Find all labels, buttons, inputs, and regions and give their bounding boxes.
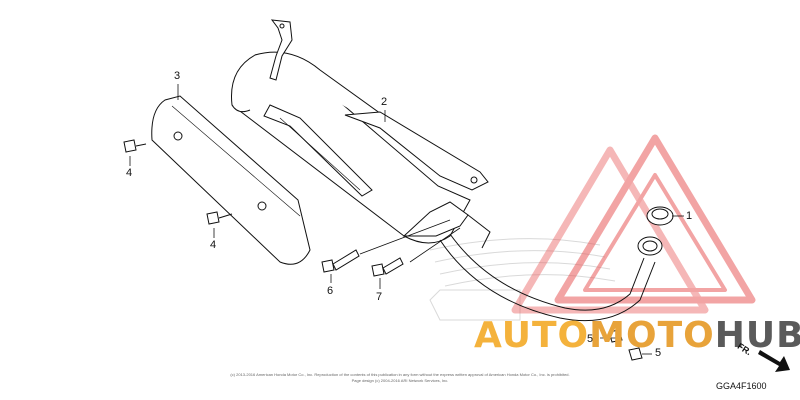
copyright-line-1: (c) 2013-2016 American Honda Motor Co., … [230,372,570,377]
nut-5a-icon [608,329,623,343]
callout-2: 2 [381,96,388,108]
diagram-code: GGA4F1600 [716,381,767,391]
callout-7: 7 [376,291,383,303]
copyright-notice: (c) 2013-2016 American Honda Motor Co., … [215,372,585,384]
copyright-line-2: Page design (c) 2004-2016 ARI Network Se… [351,378,449,383]
gasket-part [646,206,674,226]
front-arrow-icon [758,350,790,372]
callout-4b: 4 [210,239,217,251]
automotohub-watermark: AUTOMOTOHUB [474,318,800,354]
bolt-4b-icon [206,211,233,225]
callout-4a: 4 [126,167,133,179]
nut-5b-icon [628,347,643,361]
callout-3: 3 [174,70,181,82]
bolt-7-icon [371,257,404,277]
bolt-6-icon [321,249,360,273]
bolt-4a-icon [123,139,147,153]
callout-5b: 5 [655,347,662,359]
watermark-part-hub: HUB [714,315,800,356]
watermark-part-auto: AUTO [474,315,590,356]
muffler-protector [151,95,311,265]
triangle-logo-icon [511,134,756,314]
leader-lines [129,84,684,355]
callout-1: 1 [686,210,693,222]
muffler-body [230,19,489,244]
callout-5a: 5 [587,333,594,345]
exhaust-pipe [439,214,663,322]
callout-6: 6 [327,285,334,297]
watermark-part-moto: MOTO [589,315,715,356]
